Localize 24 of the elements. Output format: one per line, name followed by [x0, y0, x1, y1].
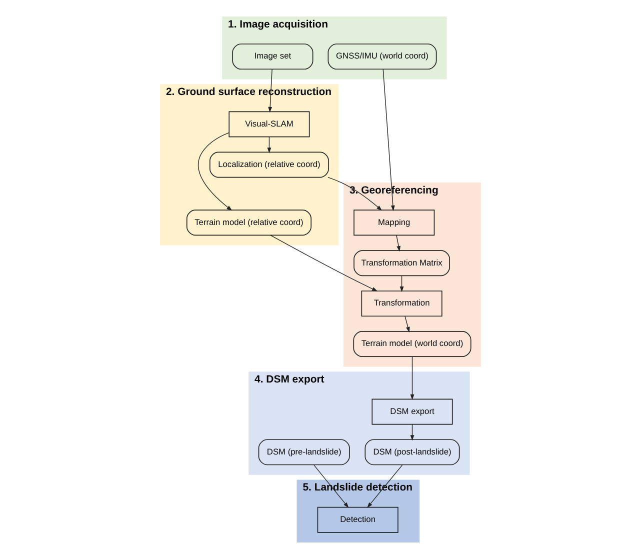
- arrow: [198, 132, 232, 211]
- arrow: [404, 316, 410, 332]
- node-box: DSM export: [372, 398, 453, 425]
- node-box: Terrain model (relative coord): [186, 210, 312, 236]
- node-box: Localization (relative coord): [210, 152, 329, 178]
- arrow: [268, 69, 272, 113]
- node-box: Visual-SLAM: [228, 111, 310, 138]
- arrow: [410, 356, 414, 400]
- arrow: [400, 275, 404, 292]
- node-box: Mapping: [354, 210, 435, 236]
- arrow: [382, 69, 395, 212]
- node-box: GNSS/IMU (world coord): [328, 44, 437, 70]
- arrow: [267, 136, 272, 154]
- arrow: [314, 464, 349, 508]
- node-box: Transformation: [361, 290, 442, 317]
- arrow: [410, 424, 414, 441]
- arrow: [367, 464, 403, 508]
- node-box: Detection: [317, 506, 398, 533]
- node-box: DSM (post-landslide): [364, 439, 460, 466]
- arrow: [396, 234, 400, 252]
- node-box: Image set: [232, 44, 314, 70]
- node-box: Terrain model (world coord): [353, 331, 472, 358]
- node-box: Transformation Matrix: [354, 250, 450, 276]
- node-box: DSM (pre-landslide): [258, 439, 350, 466]
